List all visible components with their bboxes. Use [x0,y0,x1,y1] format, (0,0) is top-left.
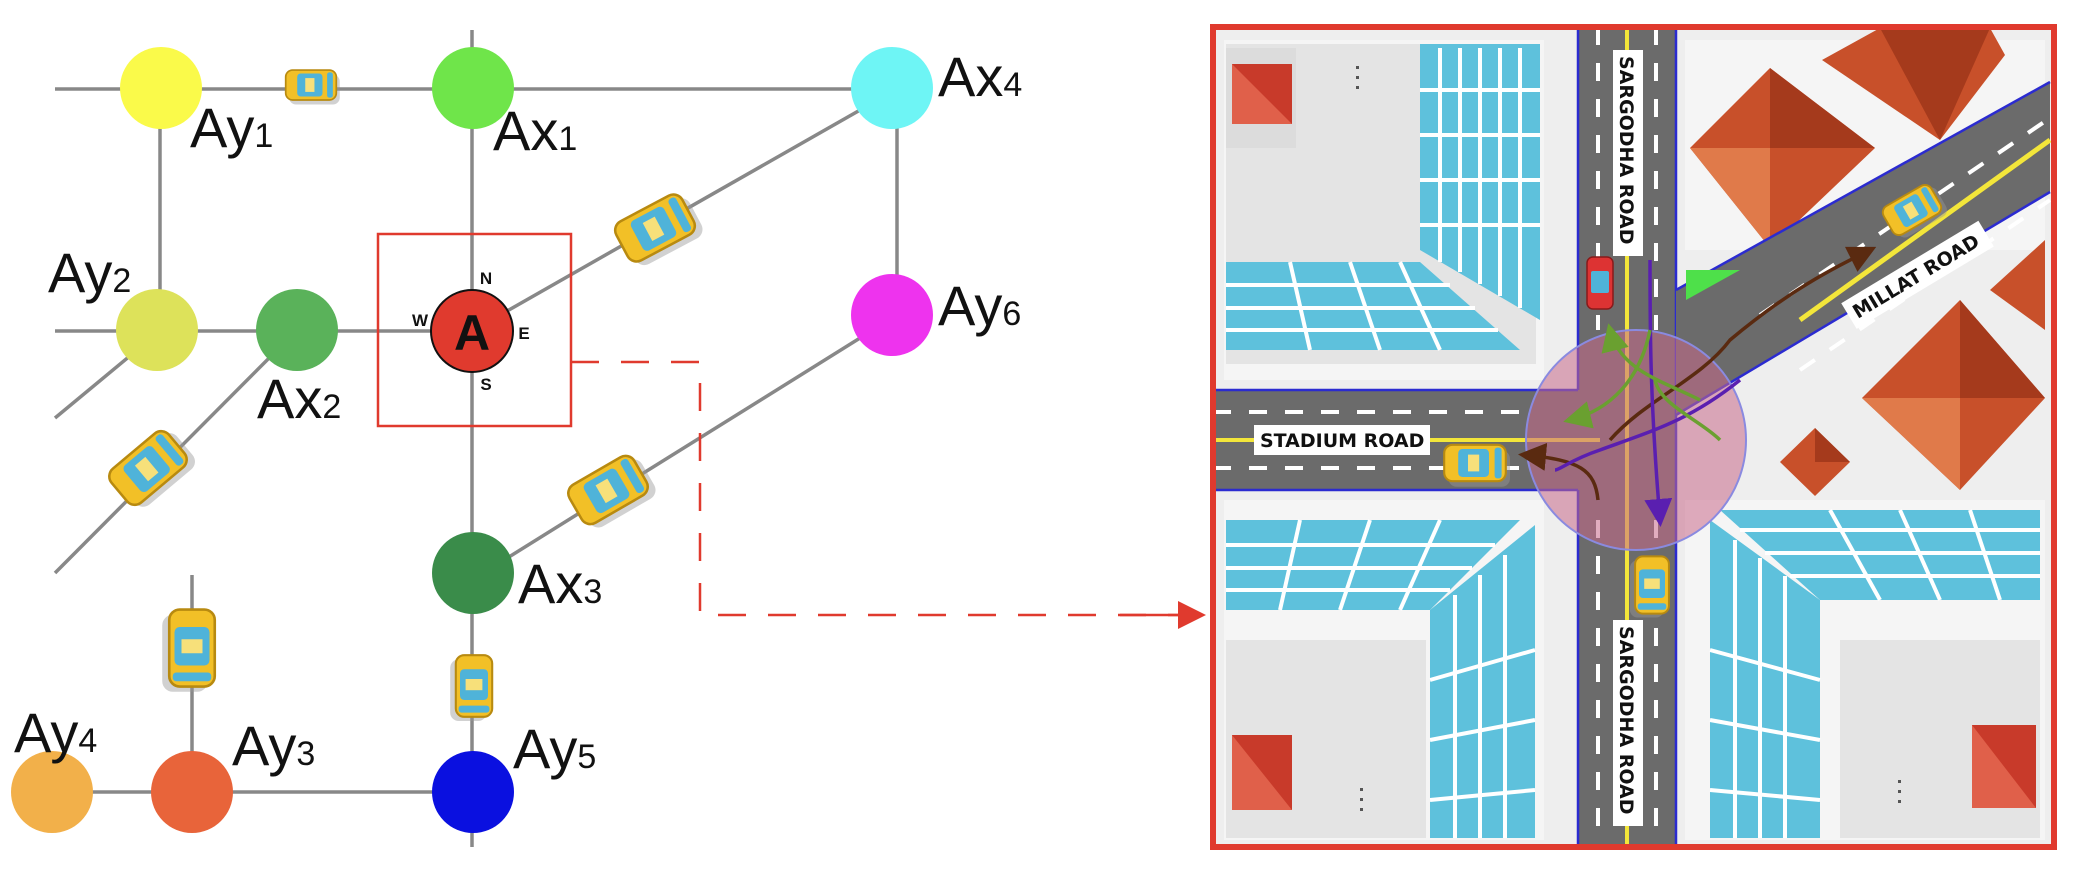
node-ax3[interactable]: Ax3 [432,532,602,615]
taxi-markers [103,69,708,723]
taxi-icon [449,654,494,723]
street-map: SARGODHA ROAD SARGODHA ROAD STADIUM ROAD… [1210,24,2057,850]
node-ax3-label: Ax3 [518,552,602,615]
roofs-ne [1690,28,2045,496]
intersection-zone [1518,246,1877,551]
compass-east: E [518,324,529,343]
center-node [430,289,514,373]
green-triangle-icon [1686,270,1740,300]
node-ay6[interactable]: Ay6 [851,274,1021,356]
node-ay3[interactable]: Ay3 [151,714,315,833]
node-ay6-label: Ay6 [938,274,1021,337]
node-ax4-label: Ax4 [938,45,1022,108]
taxi-icon [103,422,201,516]
compass-south: S [480,375,491,394]
node-ax1[interactable]: Ax1 [432,47,577,162]
taxi-icon [610,187,708,273]
taxi-icon [160,608,217,694]
node-ay3-label: Ay3 [232,714,315,777]
taxi-icon [563,448,661,536]
highlight-box [376,232,573,428]
network-links [52,30,899,847]
node-ax1-label: Ax1 [493,99,577,162]
node-ax4[interactable]: Ax4 [851,45,1022,129]
red-car-icon [1586,256,1614,310]
intersection-nodes: Ay1 Ax1 Ax4 Ay2 Ax2 Ay6 Ax3 Ay4 [11,45,1022,833]
map-vehicles [1443,179,1951,619]
taxi-icon [1628,555,1670,619]
node-ay5-label: Ay5 [513,717,596,780]
node-ay4[interactable]: Ay4 [11,701,97,833]
node-ay2-label: Ay2 [48,241,131,304]
road-label-south: SARGODHA ROAD [1615,626,1637,815]
node-ay2[interactable]: Ay2 [48,241,198,371]
center-node-label: A [454,305,490,361]
building-sw [1226,519,1536,838]
taxi-icon [1443,443,1512,488]
compass-north: N [480,269,492,288]
taxi-icon [284,69,341,106]
road-label-north: SARGODHA ROAD [1615,56,1637,245]
zoom-connector [571,360,1206,629]
building-se [1709,509,2040,838]
road-label-west: STADIUM ROAD [1260,430,1424,452]
node-ay5[interactable]: Ay5 [432,717,596,833]
compass-west: W [412,311,429,330]
node-ax2-label: Ax2 [257,367,341,430]
arrow-head-icon [1178,601,1206,629]
node-ax2[interactable]: Ax2 [256,289,341,430]
target-intersection-a[interactable]: A N S E W [376,232,573,428]
building-nw [1226,44,1540,364]
node-ay4-label: Ay4 [14,701,97,764]
node-ay1-label: Ay1 [190,96,273,159]
node-ay1[interactable]: Ay1 [120,47,273,159]
map-frame [1210,24,2057,850]
